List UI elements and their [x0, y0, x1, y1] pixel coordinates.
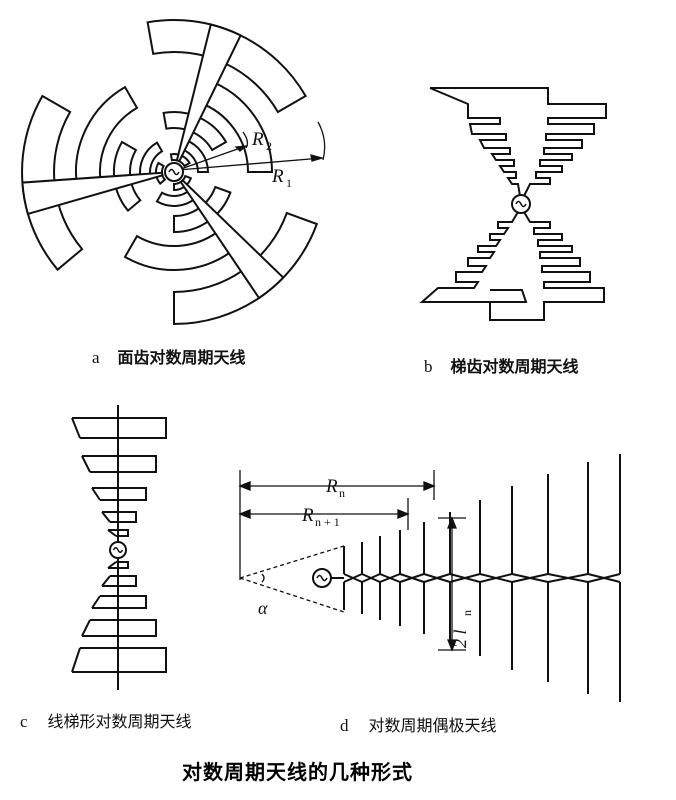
feeder-cross	[449, 573, 481, 583]
panel-b-diagram	[419, 87, 607, 321]
ac-source-icon	[109, 541, 127, 559]
upper-rung	[102, 511, 137, 523]
panel-d-letter: d	[340, 716, 349, 735]
figure-title: 对数周期天线的几种形式	[182, 760, 413, 784]
upper-rung-side	[107, 529, 117, 537]
lower-rung	[108, 561, 129, 569]
lower-rung	[82, 619, 157, 637]
upper-rung-side	[101, 511, 111, 523]
feeder-cross	[361, 573, 381, 583]
rn1-subscript: n + 1	[315, 515, 340, 529]
lower-rung-side	[81, 619, 91, 637]
ac-source-icon	[164, 162, 184, 182]
r2-label: R	[251, 129, 264, 150]
upper-rung	[108, 529, 129, 537]
feeder-cross	[343, 573, 363, 583]
lower-rung	[102, 575, 137, 587]
feeder-cross	[399, 573, 425, 583]
rn-subscript: n	[339, 486, 345, 500]
sector-tooth	[180, 138, 210, 173]
upper-rung-side	[71, 417, 81, 439]
lower-rung-side	[107, 561, 117, 569]
rn1-label: R	[301, 505, 314, 526]
feeder-cross	[479, 573, 513, 583]
upper-rung-side	[91, 487, 101, 501]
feeder-cross	[547, 573, 589, 583]
feeder-cross	[587, 573, 621, 583]
ac-source-icon	[312, 568, 332, 588]
arm-spine	[179, 178, 285, 300]
r2-subscript: 2	[266, 139, 272, 153]
arm-spine	[175, 23, 242, 163]
panel-b-letter: b	[424, 357, 433, 376]
panel-a-caption: 面齿对数周期天线	[117, 348, 246, 367]
lower-rung-side	[71, 647, 81, 673]
panel-d-dimensions	[238, 470, 466, 652]
upper-rung	[92, 487, 147, 501]
upper-rung	[82, 455, 157, 473]
feeder-cross	[379, 573, 401, 583]
arm-spine	[21, 171, 164, 216]
r1-label: R	[271, 166, 284, 187]
panel-a-radius-lines	[177, 121, 326, 171]
rn-label: R	[325, 476, 338, 497]
lower-rung	[72, 647, 167, 673]
panel-d-caption: 对数周期偶极天线	[368, 716, 497, 735]
ln-subscript: n	[460, 610, 474, 616]
panel-a-diagram	[21, 19, 319, 326]
panel-c-caption: 线梯形对数周期天线	[47, 712, 192, 731]
sector-tooth	[146, 19, 307, 114]
panel-c-letter: c	[20, 712, 28, 731]
r1-subscript: 1	[286, 176, 292, 190]
lower-rung	[92, 595, 147, 609]
lower-rung-side	[91, 595, 101, 609]
lower-rung-side	[101, 575, 111, 587]
panel-a-letter: a	[92, 348, 100, 367]
sector-tooth	[123, 227, 239, 271]
feeder-cross	[423, 573, 451, 583]
upper-rung	[72, 417, 167, 439]
panel-b-caption: 梯齿对数周期天线	[450, 357, 579, 376]
sector-tooth	[198, 78, 274, 173]
sector-tooth	[155, 188, 198, 207]
sector-tooth	[75, 85, 139, 191]
alpha-label: α	[258, 598, 268, 618]
ac-source-icon	[511, 194, 531, 214]
upper-rung-side	[81, 455, 91, 473]
feeder-cross	[511, 573, 549, 583]
panel-d-diagram	[331, 454, 621, 702]
sector-tooth	[139, 141, 164, 180]
ln-label: 2 l	[450, 629, 470, 648]
